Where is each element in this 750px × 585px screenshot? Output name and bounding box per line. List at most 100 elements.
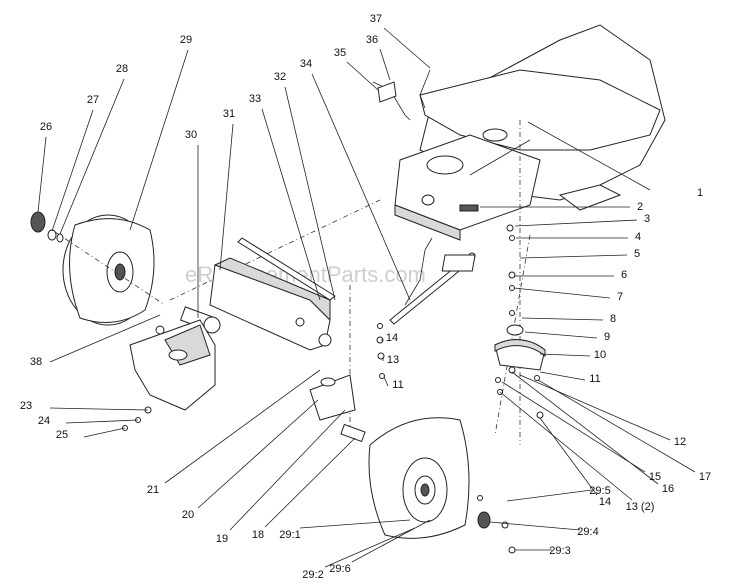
- hub-cap: [30, 211, 64, 243]
- leader-line: [539, 371, 586, 381]
- chassis-frame: [394, 24, 666, 241]
- callout-label: 11: [589, 373, 600, 385]
- callout-label: 4: [635, 231, 641, 243]
- leader-line: [164, 369, 321, 484]
- hardware-stack: [376, 323, 385, 379]
- callout-label: 38: [30, 356, 42, 368]
- leader-line: [197, 399, 319, 509]
- callout-label: 20: [182, 509, 194, 521]
- leader-line: [219, 123, 234, 271]
- steering-rods: [372, 69, 433, 306]
- callout-label: 14: [386, 332, 398, 344]
- leader-line: [65, 419, 139, 424]
- leader-line: [519, 254, 628, 259]
- axle-bracket: [129, 319, 216, 411]
- callout-label: 29:5: [589, 485, 610, 497]
- steering-sector: [441, 224, 546, 419]
- leader-line: [537, 379, 696, 473]
- leader-line: [346, 61, 379, 91]
- leader-line: [351, 519, 431, 563]
- tie-rods: [237, 237, 476, 325]
- leader-line: [514, 219, 638, 227]
- callout-label: 31: [223, 108, 235, 120]
- tire-right: [368, 417, 516, 554]
- callout-label: 24: [38, 415, 50, 427]
- callout-label: 25: [56, 429, 68, 441]
- callout-label: 21: [147, 484, 159, 496]
- callout-label: 7: [617, 291, 623, 303]
- leader-line: [513, 287, 611, 299]
- callout-label: 6: [621, 269, 627, 281]
- leader-line: [511, 371, 659, 485]
- leader-line: [59, 78, 125, 235]
- leader-line: [383, 376, 389, 387]
- leader-line: [129, 49, 189, 231]
- callout-label: 16: [662, 483, 674, 495]
- callout-label: 13 (2): [626, 501, 655, 513]
- callout-label: 33: [249, 93, 261, 105]
- callout-label: 19: [216, 533, 228, 545]
- leader-line: [311, 73, 411, 301]
- callout-label: 36: [366, 34, 378, 46]
- callout-label: 35: [334, 47, 346, 59]
- spindle: [309, 374, 366, 443]
- leader-line: [284, 86, 336, 301]
- callout-label: 12: [674, 436, 686, 448]
- leader-line: [527, 121, 651, 191]
- callout-label: 29:2: [302, 569, 323, 581]
- callout-label: 34: [300, 58, 312, 70]
- leader-line: [37, 136, 47, 213]
- callout-label: 15: [649, 471, 661, 483]
- leader-line: [519, 374, 671, 441]
- leader-line: [51, 109, 94, 232]
- leader-line: [299, 519, 411, 529]
- leader-line: [49, 314, 161, 363]
- leader-line: [501, 381, 646, 473]
- leader-line: [539, 353, 591, 357]
- callout-label: 28: [116, 63, 128, 75]
- callout-label: 29:1: [279, 529, 300, 541]
- callout-label: 1: [697, 187, 703, 199]
- callout-label: 26: [40, 121, 52, 133]
- leader-line: [83, 427, 126, 438]
- leader-line: [499, 391, 633, 501]
- leader-line: [49, 407, 149, 411]
- callout-label: 17: [699, 471, 711, 483]
- callout-label: 5: [634, 248, 640, 260]
- tire-left: [54, 214, 166, 326]
- front-axle: [179, 257, 332, 351]
- leader-line: [383, 27, 431, 69]
- callout-label: 3: [644, 213, 650, 225]
- leader-line: [506, 489, 593, 502]
- callout-label: 9: [604, 331, 610, 343]
- callout-label: 10: [594, 349, 606, 361]
- leader-line: [521, 317, 604, 321]
- callout-label: 29:3: [549, 545, 570, 557]
- leader-line: [524, 331, 598, 339]
- leader-line: [539, 417, 598, 496]
- callout-label: 29:4: [577, 526, 598, 538]
- pin-hardware: [122, 406, 152, 431]
- leader-line: [379, 48, 391, 81]
- leader-lines: [37, 27, 696, 568]
- callout-label: 2: [637, 201, 643, 213]
- callout-label: 27: [87, 94, 99, 106]
- callout-label: 13: [387, 354, 399, 366]
- callout-label: 29:6: [329, 563, 350, 575]
- leader-line: [229, 409, 346, 531]
- callout-label: 29: [180, 34, 192, 46]
- callout-label: 32: [274, 71, 286, 83]
- callout-label: 23: [20, 400, 32, 412]
- leader-line: [489, 521, 581, 531]
- leader-line: [324, 527, 416, 568]
- leader-line: [261, 108, 321, 301]
- callout-label: 11: [392, 379, 403, 391]
- callout-label: 8: [610, 313, 616, 325]
- callout-label: 14: [599, 496, 611, 508]
- callout-label: 37: [370, 13, 382, 25]
- callout-label: 18: [252, 529, 264, 541]
- leader-line: [264, 437, 356, 528]
- callout-label: 30: [185, 129, 197, 141]
